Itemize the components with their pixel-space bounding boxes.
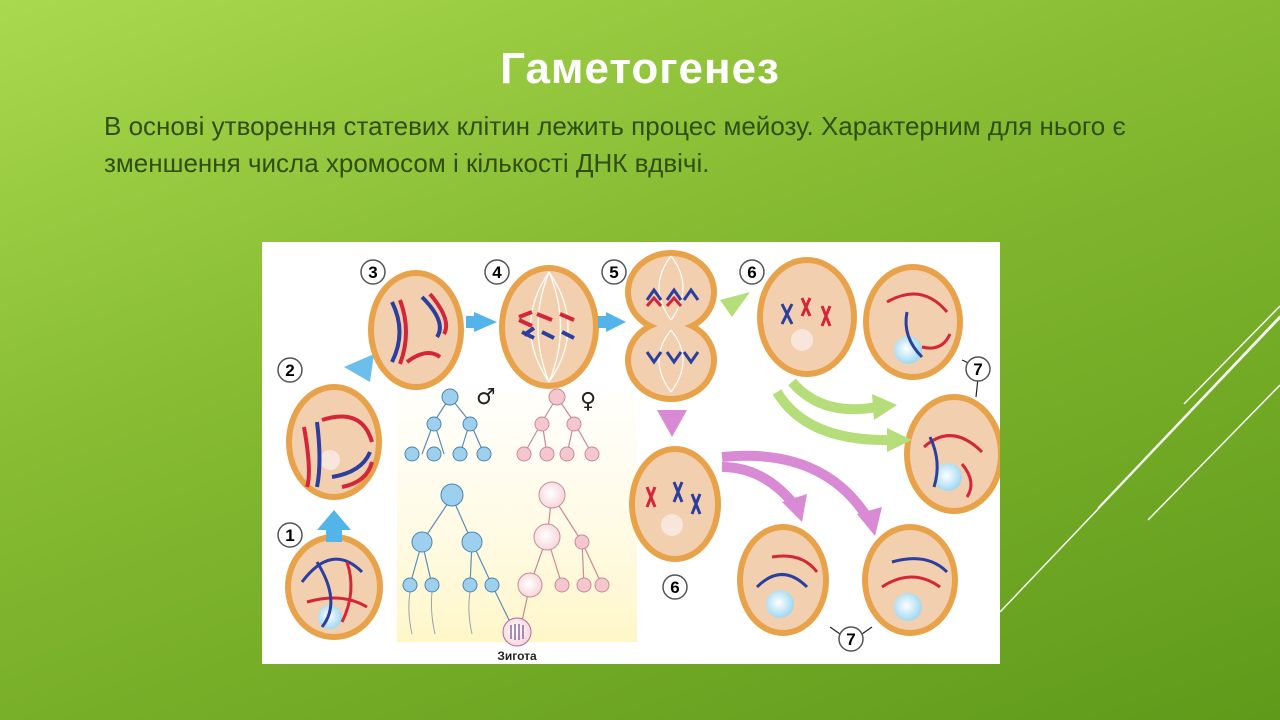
stage-label-4: 4 [484, 259, 510, 285]
svg-text:7: 7 [846, 630, 855, 649]
pointer-line [829, 626, 873, 635]
stage-label-1: 1 [277, 522, 303, 548]
svg-text:1: 1 [285, 526, 294, 545]
cell-stage-6-top [757, 257, 857, 377]
zygote-cell [502, 617, 532, 647]
arrow-icon [872, 394, 897, 420]
cell-stage-7-middle [904, 394, 1000, 514]
male-symbol: ♂ [476, 385, 496, 410]
arrow-icon [721, 462, 796, 506]
arrow-icon [721, 450, 872, 520]
arrow-icon [772, 389, 893, 446]
stage-label-7-bottom: 7 [838, 626, 864, 652]
svg-text:6: 6 [747, 263, 756, 282]
arrow-icon [606, 312, 626, 332]
deco-line [1147, 384, 1280, 521]
cell-stage-7-top [863, 264, 963, 380]
arrow-icon [598, 316, 608, 328]
sperm-tails [408, 591, 473, 635]
arrow-icon [788, 378, 878, 415]
lineage-background [397, 392, 637, 642]
deco-line [1183, 305, 1280, 405]
male-lineage-cells [402, 388, 500, 593]
cell-stage-3 [368, 270, 464, 390]
stage-label-7-right: 7 [965, 356, 991, 382]
cell-stage-5 [625, 250, 717, 402]
gametogenesis-figure: 1 2 3 4 5 6 6 7 7 ♂ ♀ Зигота [262, 242, 1000, 664]
arrow-icon [466, 316, 476, 328]
zygote-label: Зигота [497, 649, 537, 663]
slide-text: В основі утворення статевих клітин лежит… [104, 111, 1126, 178]
deco-line [1097, 315, 1280, 509]
cell-stage-2 [286, 384, 382, 500]
arrow-icon [317, 510, 351, 530]
arrow-icon [344, 354, 374, 382]
svg-text:4: 4 [492, 263, 502, 282]
svg-text:3: 3 [368, 263, 377, 282]
stage-label-3: 3 [360, 259, 386, 285]
cell-stage-6-bottom [629, 446, 721, 562]
stage-label-6-top: 6 [739, 259, 765, 285]
arrow-icon [720, 292, 750, 317]
arrow-icon [326, 528, 342, 542]
arrow-icon [657, 410, 687, 437]
arrow-icon [857, 507, 882, 536]
svg-text:5: 5 [609, 263, 618, 282]
zygote-chromosomes [510, 624, 524, 640]
cell-stage-4 [499, 265, 599, 389]
svg-text:7: 7 [973, 360, 982, 379]
female-lineage-cells [516, 388, 610, 598]
cell-stage-7-bottom-left [737, 524, 829, 636]
arrow-icon [887, 428, 912, 452]
gametogenesis-diagram: 1 2 3 4 5 6 6 7 7 ♂ ♀ Зигота [277, 250, 1000, 663]
stage-label-5: 5 [601, 259, 627, 285]
svg-text:6: 6 [670, 578, 679, 597]
arrow-icon [782, 494, 807, 522]
slide-title: Гаметогенез [500, 44, 780, 93]
arrow-icon [474, 312, 497, 332]
stage-label-6-bottom: 6 [662, 574, 688, 600]
cell-stage-7-bottom-right [862, 524, 958, 636]
female-symbol: ♀ [580, 389, 596, 414]
deco-line [999, 317, 1280, 613]
stage-label-2: 2 [277, 357, 303, 383]
svg-text:2: 2 [285, 361, 294, 380]
cell-stage-1 [285, 534, 383, 640]
